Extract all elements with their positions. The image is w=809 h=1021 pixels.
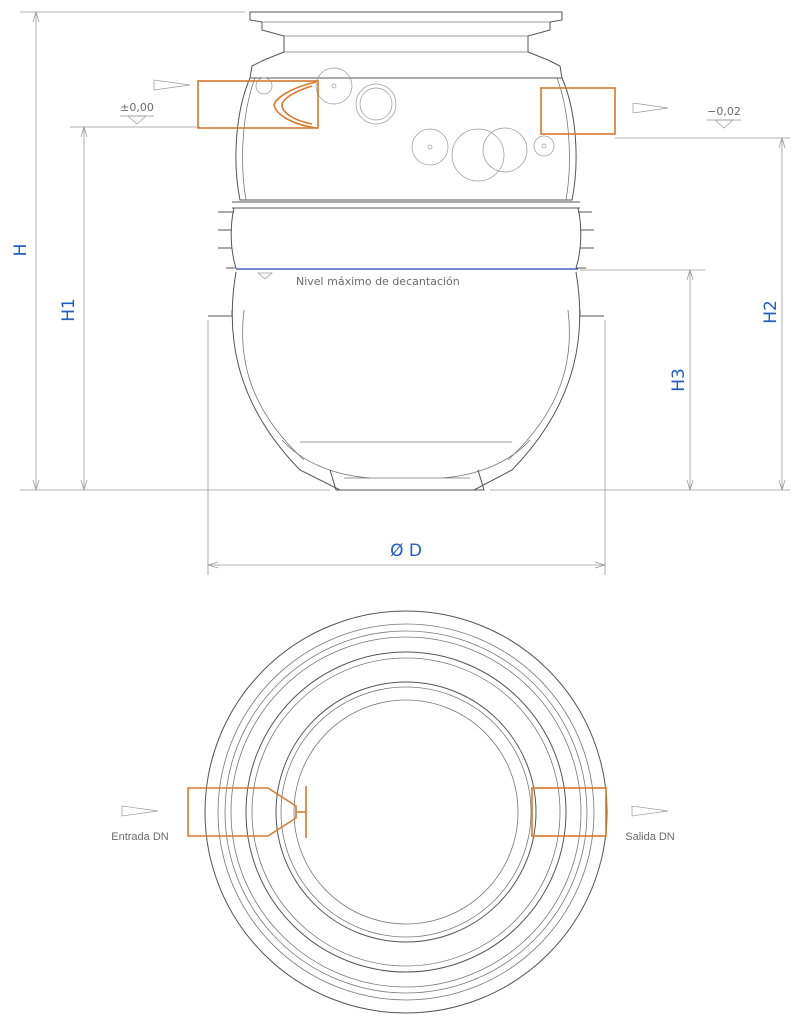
ring-5 [245, 651, 567, 973]
outlet-label: Salida DN [625, 831, 675, 843]
bowl-base-curve-right [441, 439, 531, 479]
rib-band-right [575, 207, 582, 269]
top-view: Entrada DN Salida DN [111, 610, 675, 1014]
h-arrow-bottom [32, 479, 40, 492]
bowl-base-curve-left [281, 439, 371, 479]
outlet-flow-arrow [632, 102, 669, 114]
d-arrow-right [594, 561, 607, 569]
ring-7 [275, 681, 537, 943]
inlet-label: Entrada DN [111, 831, 169, 843]
inlet-pipe [197, 80, 319, 129]
rib-ticks-right [576, 211, 594, 269]
ring-2 [217, 623, 595, 1001]
bowl-inner-left [242, 309, 305, 461]
side-view: H H1 H2 H3 Ø D ±0,00 −0,02 [11, 10, 790, 575]
h-label: H [11, 244, 31, 257]
h3-arrow-bottom [686, 479, 694, 492]
outlet-level-text: −0,02 [707, 105, 741, 118]
inlet-level-marker [127, 115, 147, 125]
h3-label: H3 [669, 368, 689, 392]
h2-arrow-top [778, 136, 786, 149]
h1-label: H1 [59, 298, 79, 322]
ring-4 [230, 636, 582, 988]
h1-arrow-top [80, 125, 88, 138]
ring-8 [280, 686, 532, 938]
inlet-flow-arrow [153, 79, 191, 91]
lug-left [208, 310, 233, 317]
outer-ring [204, 610, 608, 1014]
outlet-level-marker [714, 119, 734, 129]
h2-arrow-bottom [778, 479, 786, 492]
tank-foot [329, 469, 485, 491]
top-inlet-flow-arrow [121, 805, 159, 817]
tank-upper-body [235, 77, 577, 201]
d-label: Ø D [390, 541, 422, 561]
max-settling-level-text: Nivel máximo de decantación [296, 275, 460, 288]
water-level-marker [257, 272, 273, 280]
upper-body-inner-right [556, 77, 570, 201]
outlet-pipe [540, 87, 616, 135]
rib-band-left [230, 207, 237, 269]
ring-3 [224, 630, 588, 994]
h-arrow-top [32, 10, 40, 23]
ring-6 [251, 657, 561, 967]
top-outlet-pipe [531, 787, 607, 837]
lug-right [579, 310, 604, 317]
bowl-inner-right [507, 309, 570, 461]
h2-label: H2 [761, 300, 781, 324]
inlet-level-text: ±0,00 [120, 101, 154, 114]
rib-ticks-left [218, 211, 236, 269]
d-arrow-left [206, 561, 219, 569]
tank-lower-bowl [231, 271, 581, 491]
upper-body-inner-left [242, 77, 256, 201]
internal-fittings [255, 67, 555, 182]
h3-arrow-top [686, 268, 694, 281]
inner-ring [293, 699, 519, 925]
top-outlet-flow-arrow [631, 805, 669, 817]
h1-arrow-bottom [80, 479, 88, 492]
top-inlet-pipe [187, 786, 307, 838]
